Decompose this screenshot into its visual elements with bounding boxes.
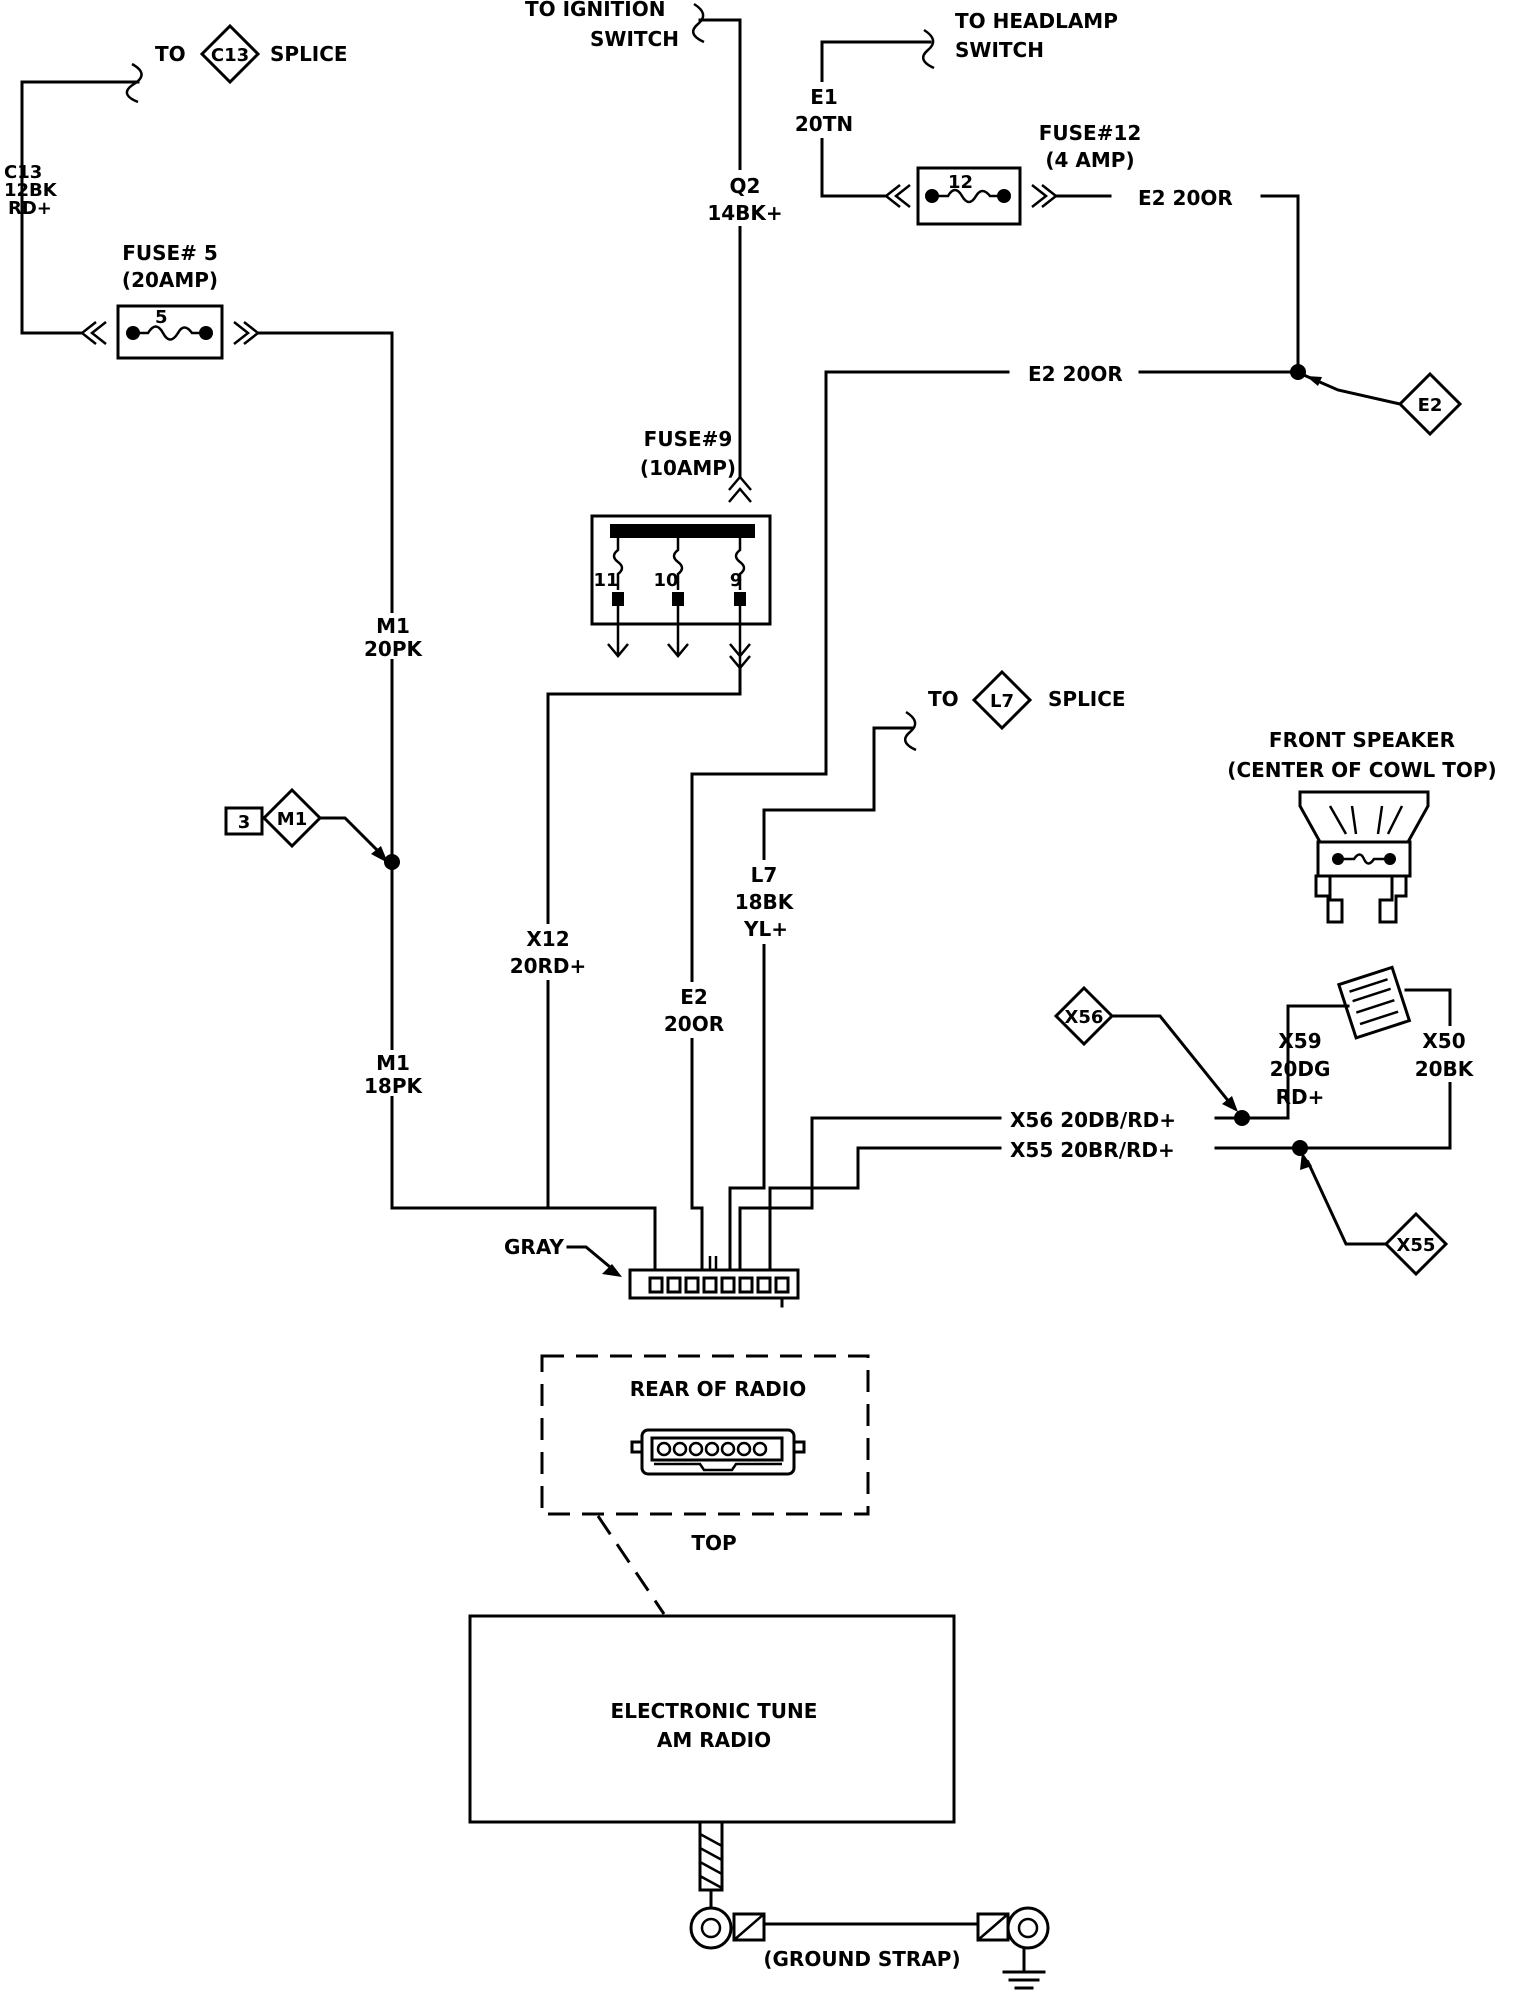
headlamp-label-line2: SWITCH [955,38,1044,62]
e2-top-wire-label: E2 20OR [1138,186,1233,210]
radio-top-label: TOP [691,1531,736,1555]
c13-splice-code: C13 [211,45,249,66]
headlamp-circuit: TO HEADLAMP SWITCH E1 20TN [784,9,1118,198]
speaker-location: (CENTER OF COWL TOP) [1227,758,1496,782]
m1-upper-code: M1 [376,614,410,638]
am-radio: ELECTRONIC TUNE AM RADIO [468,1614,956,1824]
c13-splice-label: SPLICE [270,42,348,66]
fuse-9-block: FUSE#9 (10AMP) 11 10 9 [546,427,772,1210]
gray-connector-label: GRAY [504,1235,564,1259]
fuse-5-number: 5 [155,307,168,328]
m1-connector-diamond [261,787,323,849]
m1-lower-code: M1 [376,1051,410,1075]
e2-connector-code: E2 [1418,395,1443,416]
c13-wire-gauge: 12BK [4,180,58,201]
m1-connector-number: 3 [238,812,251,833]
fuse-9-pos-9: 9 [730,570,743,591]
x59-wire-gauge: 20DG [1270,1057,1331,1081]
speaker-title: FRONT SPEAKER [1269,728,1455,752]
l7-splice-label: SPLICE [1048,687,1126,711]
c13-circuit: TO C13 SPLICE C13 12BK RD+ [4,23,348,335]
fuse-5: FUSE# 5 (20AMP) 5 [79,241,657,1270]
rear-of-radio-title: REAR OF RADIO [630,1377,806,1401]
x56-wire-label: X56 20DB/RD+ [1010,1108,1176,1132]
l7-splice-code: L7 [990,691,1014,712]
c13-to-label: TO [155,42,186,66]
fuse-12-number: 12 [948,172,973,193]
ground-strap-label: (GROUND STRAP) [763,1947,960,1971]
e2-connector-diamond [1397,371,1463,437]
l7-wire-gauge: 18BK [735,890,795,914]
c13-wire-code: C13 [4,162,42,183]
rear-of-radio-detail: REAR OF RADIO TOP [540,1354,870,1555]
ground-strap: (GROUND STRAP) [689,1820,1050,1990]
x56-connector-diamond [1053,985,1115,1047]
e2-circuit: E2 20OR E2 E2 20OR [658,362,1463,1270]
l7-splice-diamond [971,669,1033,731]
fuse-12: FUSE#12 (4 AMP) 12 E2 20OR [883,121,1300,374]
fuse-9-rating: (10AMP) [640,456,736,480]
c13-splice-diamond: C13 [199,23,261,85]
x50-wire-gauge: 20BK [1415,1057,1475,1081]
x55-connector-diamond [1383,1211,1449,1277]
ignition-circuit: TO IGNITION SWITCH Q2 14BK+ [525,0,790,479]
e1-wire-code: E1 [810,85,838,109]
x59-wire-code: X59 [1278,1029,1321,1053]
l7-to-label: TO [928,687,959,711]
ignition-label-line1: TO IGNITION [525,0,665,21]
ignition-label-line2: SWITCH [590,27,679,51]
fuse-5-rating: (20AMP) [122,268,218,292]
e1-wire-gauge: 20TN [795,112,853,136]
fuse-12-rating: (4 AMP) [1045,148,1134,172]
x55-connector-code: X55 [1397,1235,1436,1256]
fuse-9-pos-10: 10 [653,570,678,591]
x50-wire-code: X50 [1422,1029,1465,1053]
c13-wire-tracer: RD+ [8,198,52,219]
m1-connector-code: M1 [277,809,307,830]
radio-harness-connector: GRAY [504,1235,800,1308]
q2-wire-gauge: 14BK+ [707,201,782,225]
radio-name-line1: ELECTRONIC TUNE [611,1699,818,1723]
e2-low-wire-gauge: 20OR [664,1012,724,1036]
x56-connector-code: X56 [1065,1007,1104,1028]
x12-wire-code: X12 [526,927,569,951]
x59-wire-tracer: RD+ [1276,1085,1325,1109]
speaker-harness: X59 20DG RD+ X50 20BK X56 20DB/RD+ X56 X… [738,965,1490,1277]
headlamp-label-line1: TO HEADLAMP [955,9,1118,33]
m1-upper-gauge: 20PK [364,637,423,661]
q2-wire-code: Q2 [730,174,761,198]
fuse-5-title: FUSE# 5 [122,241,218,265]
front-speaker: FRONT SPEAKER (CENTER OF COWL TOP) [1227,728,1497,924]
x55-wire-label: X55 20BR/RD+ [1010,1138,1175,1162]
radio-name-line2: AM RADIO [657,1728,771,1752]
speaker-plug-icon [1336,965,1412,1040]
detail-leader-line [596,1515,666,1615]
l7-wire-code: L7 [751,863,778,887]
x12-wire-labels: X12 20RD+ [508,924,588,980]
e2-mid-wire-label: E2 20OR [1028,362,1123,386]
fuse-9-pos-11: 11 [593,570,618,591]
fuse-12-title: FUSE#12 [1039,121,1142,145]
l7-wire-tracer: YL+ [743,917,788,941]
e2-low-wire-code: E2 [680,985,708,1009]
l7-circuit: TO L7 SPLICE L7 18BK YL+ [728,669,1126,1270]
m1-lower-gauge: 18PK [364,1074,423,1098]
m1-circuit: M1 20PK M1 18PK 3 M1 [224,613,423,1098]
fuse-9-title: FUSE#9 [644,427,733,451]
x12-wire-gauge: 20RD+ [510,954,587,978]
